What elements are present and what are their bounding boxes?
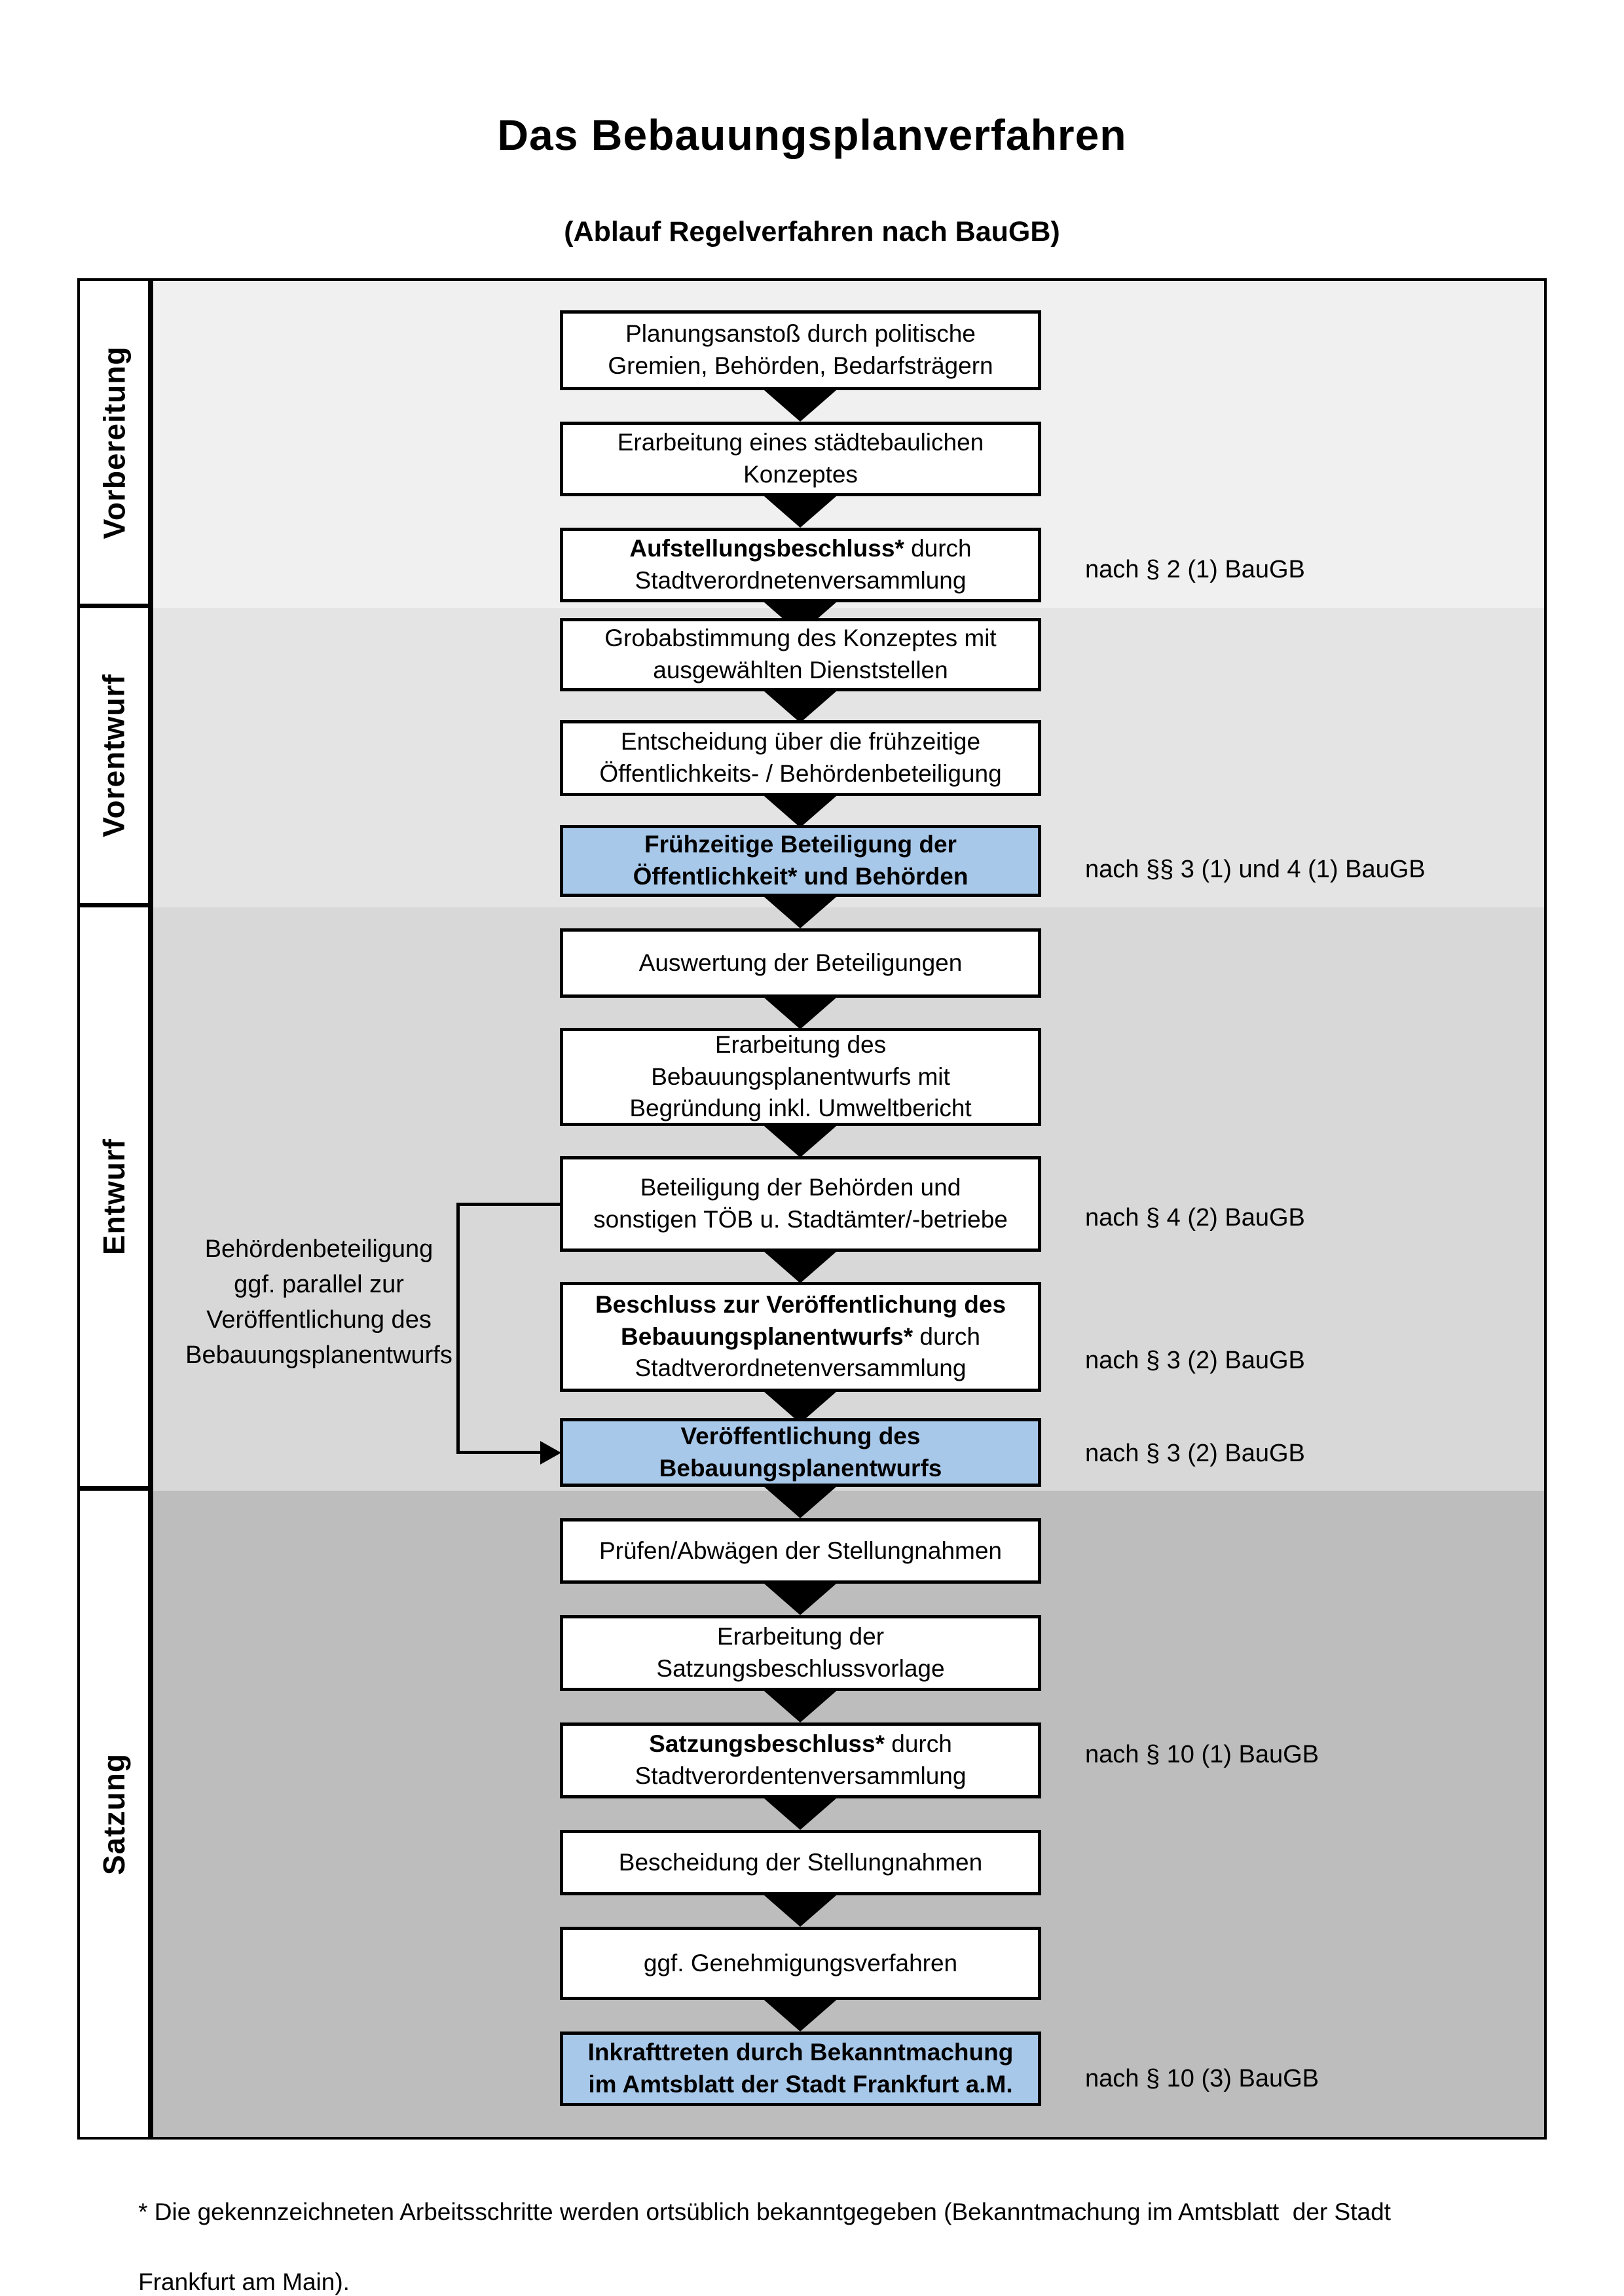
flow-box-beteiligung-behoerden: Beteiligung der Behörden und sonstigen T… [560,1156,1041,1252]
down-arrow-icon [764,2000,836,2032]
flow-box-planungsanstoss: Planungsanstoß durch politische Gremien,… [560,310,1041,390]
down-arrow-icon [764,1126,836,1157]
bracket-top-line [456,1203,560,1206]
down-arrow-icon [764,390,836,422]
down-arrow-icon [764,691,836,723]
annotation-behoerdenbeteiligung: Behördenbeteiligung ggf. parallel zur Ve… [185,1235,452,1369]
reference-paragraph-3-2-a: nach § 3 (2) BauGB [1085,1347,1305,1374]
flow-box-fruehzeitige-beteiligung: Frühzeitige Beteiligung der Öffentlichke… [560,825,1041,897]
reference-paragraph-4-2: nach § 4 (2) BauGB [1085,1204,1305,1231]
down-arrow-icon [764,1487,836,1518]
bracket-bottom-line [456,1451,540,1454]
flow-box-satzungsbeschluss: Satzungsbeschluss* durch Stadtverordente… [560,1722,1041,1798]
down-arrow-icon [764,1895,836,1927]
reference-paragraph-2-1: nach § 2 (1) BauGB [1085,556,1305,583]
flow-box-staedtebauliches-konzept: Erarbeitung eines städtebaulichen Konzep… [560,422,1041,496]
flow-box-aufstellungsbeschluss: Aufstellungsbeschluss* durch Stadtverord… [560,528,1041,602]
bracket-vertical-line [456,1203,460,1454]
down-arrow-icon [764,1252,836,1283]
down-arrow-icon [764,1691,836,1722]
down-arrow-icon [764,1584,836,1615]
down-arrow-icon [764,796,836,828]
footnote: * Die gekennzeichneten Arbeitsschritte w… [138,2198,1391,2295]
flow-box-genehmigungsverfahren: ggf. Genehmigungsverfahren [560,1927,1041,2000]
flow-box-grobabstimmung: Grobabstimmung des Konzeptes mit ausgewä… [560,618,1041,691]
flow-box-auswertung: Auswertung der Beteiligungen [560,928,1041,998]
page-subtitle: (Ablauf Regelverfahren nach BauGB) [564,216,1060,247]
phase-label-satzung: Satzung [97,1753,132,1875]
flow-box-erarbeitung-entwurf: Erarbeitung des Bebauungsplanentwurfs mi… [560,1028,1041,1126]
flow-box-beschluss-veroeffentlichung: Beschluss zur Veröffentlichung des Bebau… [560,1282,1041,1392]
band-satzung [153,1491,1544,2137]
flow-box-inkrafttreten: Inkrafttreten durch Bekanntmachung im Am… [560,2032,1041,2106]
reference-paragraph-3-2-b: nach § 3 (2) BauGB [1085,1440,1305,1467]
flow-box-pruefen-abwaegen: Prüfen/Abwägen der Stellungnahmen [560,1518,1041,1584]
reference-paragraph-10-3: nach § 10 (3) BauGB [1085,2065,1319,2092]
phase-label-vorbereitung: Vorbereitung [80,281,148,608]
down-arrow-icon [764,1798,836,1830]
flow-box-satzungsbeschlussvorlage: Erarbeitung der Satzungsbeschlussvorlage [560,1615,1041,1691]
flowchart-diagram: Vorbereitung Vorentwurf Entwurf Satzung … [77,278,1547,2140]
reference-paragraph-3-1-4-1: nach §§ 3 (1) und 4 (1) BauGB [1085,856,1426,883]
flow-box-veroeffentlichung: Veröffentlichung des Bebauungsplanentwur… [560,1418,1041,1487]
phase-label-vorentwurf: Vorentwurf [80,608,148,907]
down-arrow-icon [764,496,836,528]
reference-paragraph-10-1: nach § 10 (1) BauGB [1085,1741,1319,1768]
phase-column [80,281,153,2137]
flow-box-entscheidung-beteiligung: Entscheidung über die frühzeitige Öffent… [560,720,1041,796]
down-arrow-icon [764,897,836,928]
page-title: Das Bebauungsplanverfahren [497,111,1127,159]
flow-box-bescheidung: Bescheidung der Stellungnahmen [560,1830,1041,1895]
right-arrow-icon [540,1441,561,1465]
down-arrow-icon [764,998,836,1029]
phase-label-entwurf: Entwurf [80,907,148,1491]
